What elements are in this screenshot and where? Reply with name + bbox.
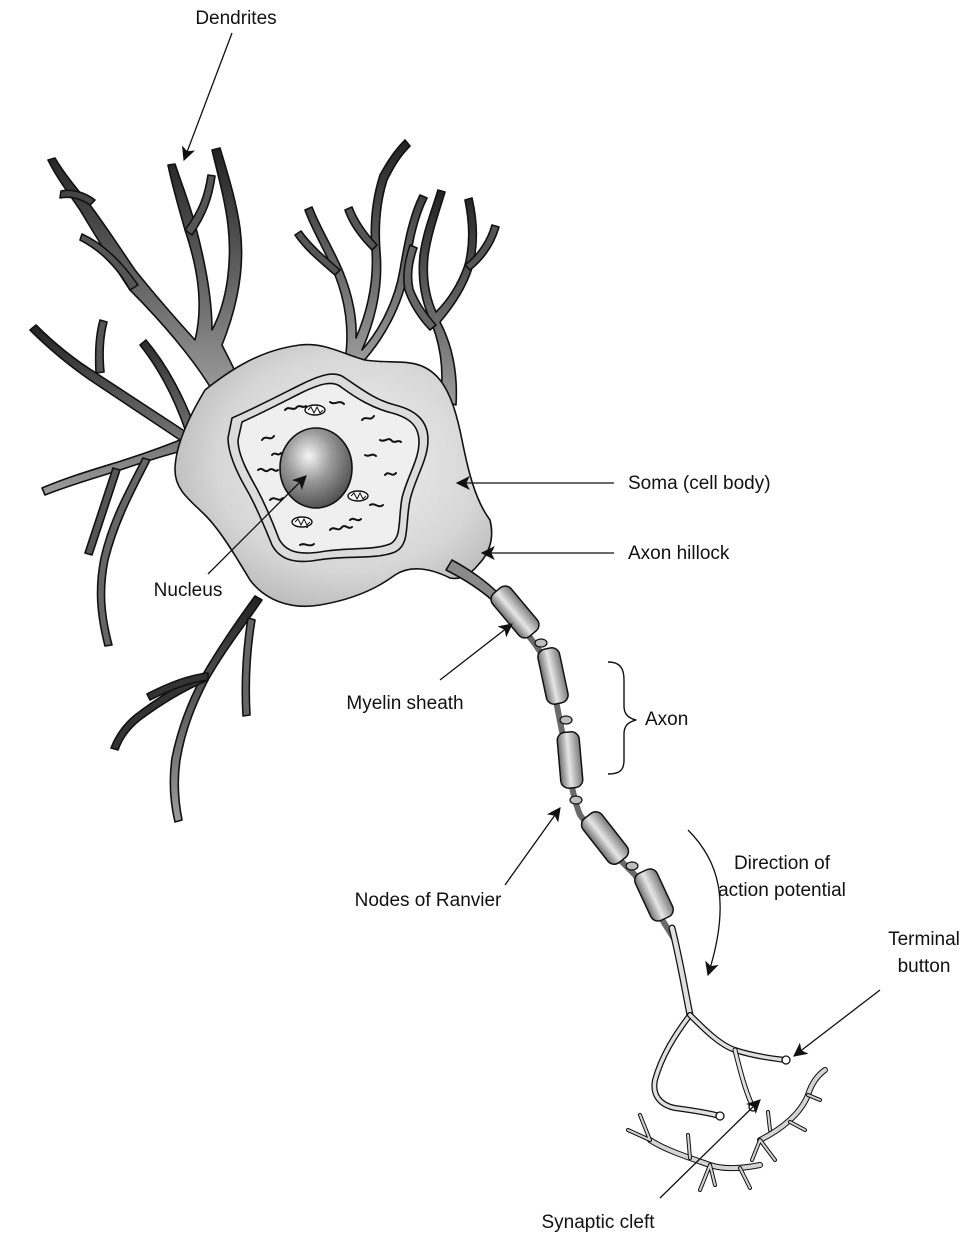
label-myelin-sheath: Myelin sheath — [346, 693, 463, 714]
node-of-ranvier — [560, 716, 572, 724]
label-axon: Axon — [645, 709, 688, 730]
node-of-ranvier — [626, 862, 638, 870]
label-terminal-line1: Terminal — [888, 929, 960, 950]
label-soma: Soma (cell body) — [628, 473, 771, 494]
terminal-button-leader-arrow — [794, 990, 880, 1056]
node-of-ranvier — [570, 796, 582, 804]
dendrite-lower-left — [111, 596, 262, 822]
axon-terminals — [654, 928, 790, 1120]
axon-group — [446, 560, 676, 940]
nucleus — [280, 428, 352, 508]
labels: Dendrites Soma (cell body) Axon hillock … — [154, 8, 960, 1233]
nodes-of-ranvier-leader-arrow — [505, 808, 560, 885]
label-direction-line1: Direction of — [734, 853, 831, 874]
myelin-segment — [578, 809, 631, 868]
postsynaptic-dendrites — [628, 1070, 825, 1190]
direction-arrow — [688, 830, 720, 975]
myelin-sheath-leader-arrow — [440, 624, 512, 680]
myelin-segment — [488, 583, 542, 641]
dendrites-leader-arrow — [184, 33, 232, 160]
label-nodes-of-ranvier: Nodes of Ranvier — [355, 890, 502, 911]
label-terminal-line2: button — [898, 956, 951, 977]
dendrite-upper-left — [48, 148, 245, 395]
label-synaptic-cleft: Synaptic cleft — [542, 1212, 656, 1233]
myelin-segment — [632, 866, 676, 923]
myelin-segment — [536, 646, 569, 705]
axon-brace — [608, 662, 636, 774]
myelin-segment — [557, 731, 584, 789]
label-nucleus: Nucleus — [154, 580, 223, 601]
label-direction-line2: action potential — [718, 880, 846, 901]
label-axon-hillock: Axon hillock — [628, 543, 730, 564]
label-dendrites: Dendrites — [195, 8, 276, 29]
node-of-ranvier — [535, 639, 547, 647]
